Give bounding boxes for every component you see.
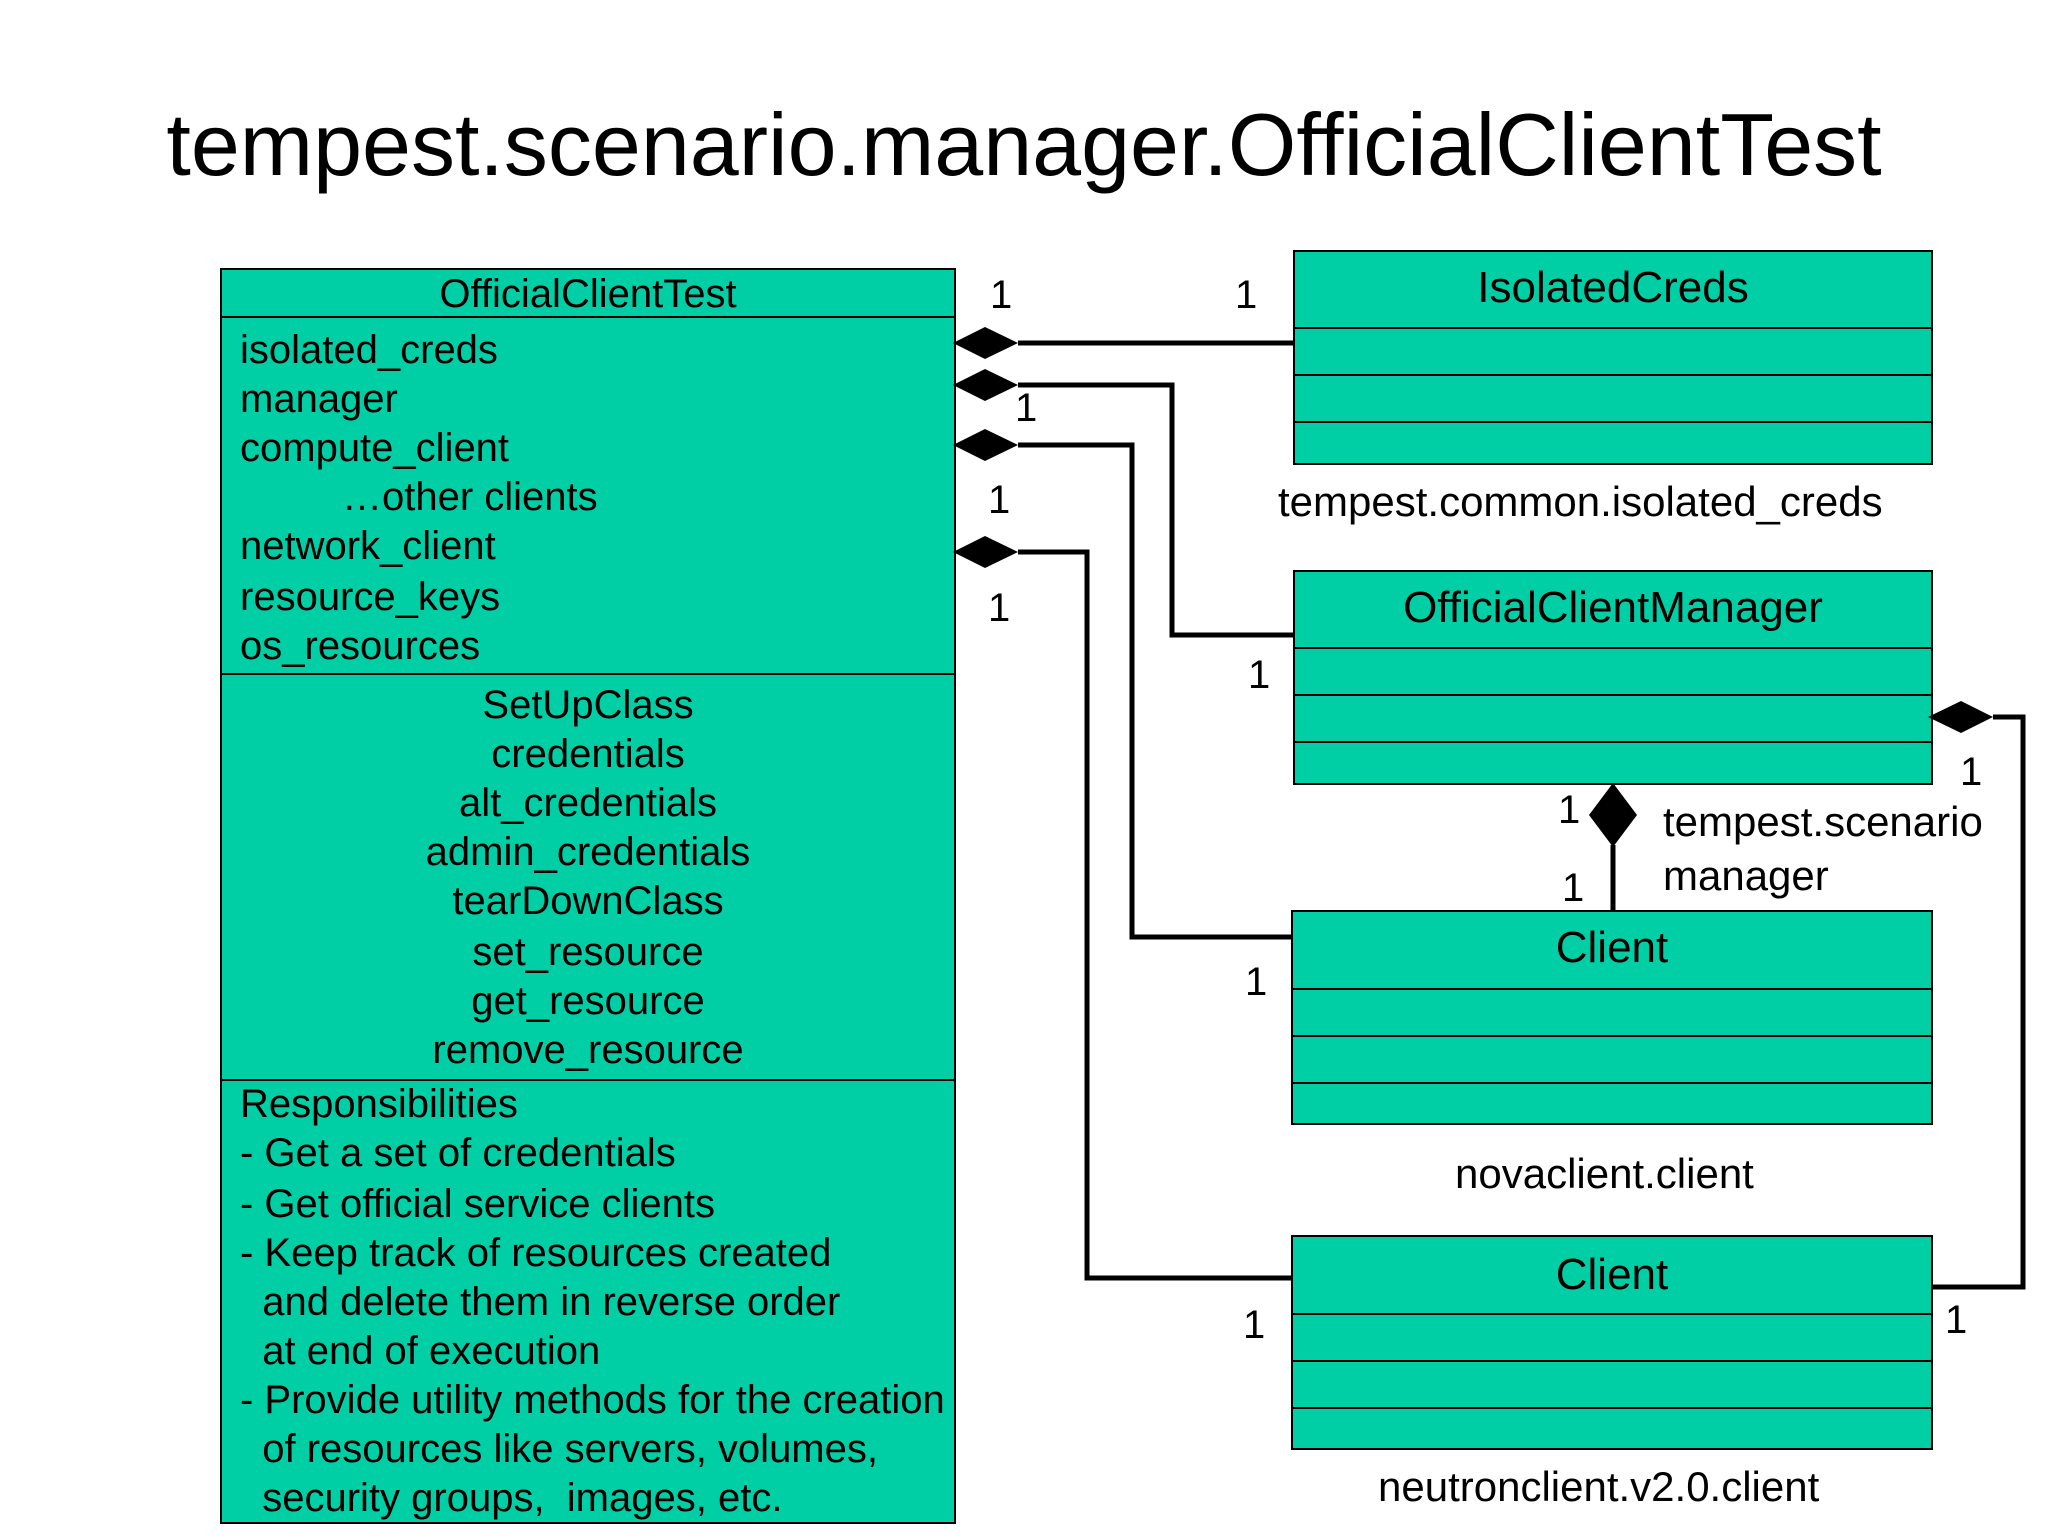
multiplicity-label: 1 xyxy=(1015,386,1038,430)
composition-diamond xyxy=(953,536,1018,568)
compartment-divider xyxy=(1295,741,1931,743)
method: alt_credentials xyxy=(459,781,717,825)
responsibility-line: security groups, images, etc. xyxy=(240,1476,783,1520)
responsibility-line: and delete them in reverse order xyxy=(240,1280,841,1324)
responsibility-line: - Get official service clients xyxy=(240,1182,715,1226)
responsibility-line: at end of execution xyxy=(240,1329,601,1373)
method: remove_resource xyxy=(432,1028,744,1072)
multiplicity-label: 1 xyxy=(1245,960,1268,1004)
compartment-divider xyxy=(222,1079,954,1081)
multiplicity-label: 1 xyxy=(1243,1303,1266,1347)
responsibility-line: of resources like servers, volumes, xyxy=(240,1427,878,1471)
compartment-divider xyxy=(1295,647,1931,649)
composition-diamond xyxy=(1928,701,1993,733)
association-neutron-client xyxy=(1018,549,1291,1281)
compartment-divider xyxy=(1293,1407,1931,1409)
compartment-divider xyxy=(222,673,954,675)
package-label: tempest.common.isolated_creds xyxy=(1278,478,1883,525)
method: tearDownClass xyxy=(452,879,724,923)
compartment-divider xyxy=(1293,988,1931,990)
compartment-divider xyxy=(1295,694,1931,696)
compartment-divider xyxy=(1295,327,1931,329)
multiplicity-label: 1 xyxy=(1558,788,1581,832)
attribute: os_resources xyxy=(240,624,481,668)
multiplicity-label: 1 xyxy=(1248,653,1271,697)
attribute: resource_keys xyxy=(240,575,501,619)
responsibility-line: - Get a set of credentials xyxy=(240,1131,676,1175)
package-label: novaclient.client xyxy=(1455,1150,1754,1197)
composition-diamond xyxy=(953,369,1018,401)
package-label: tempest.scenario xyxy=(1663,798,1983,845)
method: get_resource xyxy=(471,979,705,1023)
method: credentials xyxy=(491,732,685,776)
compartment-divider xyxy=(1293,1035,1931,1037)
multiplicity-label: 1 xyxy=(990,273,1013,317)
class-name: OfficialClientTest xyxy=(439,272,737,316)
compartment-divider xyxy=(222,316,954,318)
multiplicity-label: 1 xyxy=(988,478,1011,522)
compartment-divider xyxy=(1293,1082,1931,1084)
compartment-divider xyxy=(1293,1313,1931,1315)
package-label: manager xyxy=(1663,852,1829,899)
method: SetUpClass xyxy=(482,683,694,727)
multiplicity-label: 1 xyxy=(988,586,1011,630)
attribute: network_client xyxy=(240,524,496,568)
attribute: …other clients xyxy=(342,475,598,519)
class-neutron-client: Client xyxy=(1291,1235,1933,1450)
association-manager-neutron xyxy=(1933,714,2026,1290)
method: set_resource xyxy=(472,930,704,974)
class-name: OfficialClientManager xyxy=(1403,583,1823,632)
multiplicity-label: 1 xyxy=(1235,273,1258,317)
association-nova-client xyxy=(1018,442,1291,940)
responsibility-line: Responsibilities xyxy=(240,1082,518,1126)
composition-diamond xyxy=(953,429,1018,461)
class-nova-client: Client xyxy=(1291,910,1933,1125)
compartment-divider xyxy=(1293,1360,1931,1362)
attribute: manager xyxy=(240,377,398,421)
class-name: Client xyxy=(1555,923,1669,972)
attribute: compute_client xyxy=(240,426,510,470)
association-manager xyxy=(1018,382,1293,638)
page-title: tempest.scenario.manager.OfficialClientT… xyxy=(166,95,1882,194)
responsibility-line: - Keep track of resources created xyxy=(240,1231,832,1275)
attribute: isolated_creds xyxy=(240,328,498,372)
multiplicity-label: 1 xyxy=(1960,750,1983,794)
class-isolated-creds: IsolatedCreds xyxy=(1293,250,1933,465)
composition-diamond xyxy=(1589,783,1637,847)
class-name: Client xyxy=(1555,1250,1669,1299)
compartment-divider xyxy=(1295,374,1931,376)
multiplicity-label: 1 xyxy=(1945,1298,1968,1342)
composition-diamond xyxy=(953,327,1018,359)
class-official-client-test: OfficialClientTest isolated_creds manage… xyxy=(220,268,956,1524)
package-label: neutronclient.v2.0.client xyxy=(1378,1463,1820,1510)
compartment-divider xyxy=(1295,421,1931,423)
multiplicity-label: 1 xyxy=(1562,866,1585,910)
method: admin_credentials xyxy=(425,830,751,874)
responsibility-line: - Provide utility methods for the creati… xyxy=(240,1378,945,1422)
class-name: IsolatedCreds xyxy=(1477,263,1749,312)
